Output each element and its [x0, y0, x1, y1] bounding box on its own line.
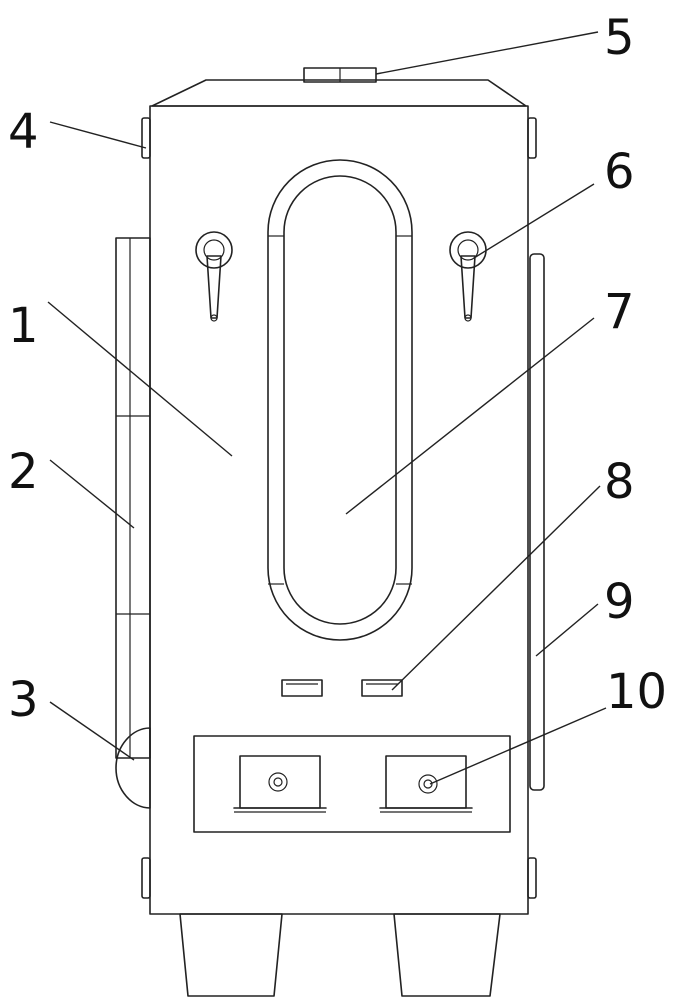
feet — [179, 913, 501, 997]
window-handle — [267, 159, 413, 641]
callout-9: 9 — [604, 574, 635, 630]
callout-5: 5 — [604, 10, 635, 66]
callout-8: 8 — [604, 454, 635, 510]
callout-4: 4 — [8, 104, 39, 160]
faucet-left — [195, 231, 233, 322]
callout-6: 6 — [604, 144, 635, 200]
side-pipe — [115, 237, 151, 759]
callout-7: 7 — [604, 284, 635, 340]
leader-lines — [47, 31, 607, 785]
main-housing — [149, 105, 529, 915]
wheel — [115, 727, 151, 809]
side-rod — [529, 253, 545, 791]
faucet-right — [449, 231, 487, 322]
callout-10: 10 — [606, 664, 667, 720]
callout-2: 2 — [8, 444, 39, 500]
control-panel — [193, 735, 511, 833]
top-button — [303, 67, 377, 83]
top-cap — [151, 79, 527, 107]
callout-1: 1 — [8, 298, 39, 354]
callout-3: 3 — [8, 672, 39, 728]
switches — [281, 679, 403, 697]
hinges — [141, 117, 537, 899]
